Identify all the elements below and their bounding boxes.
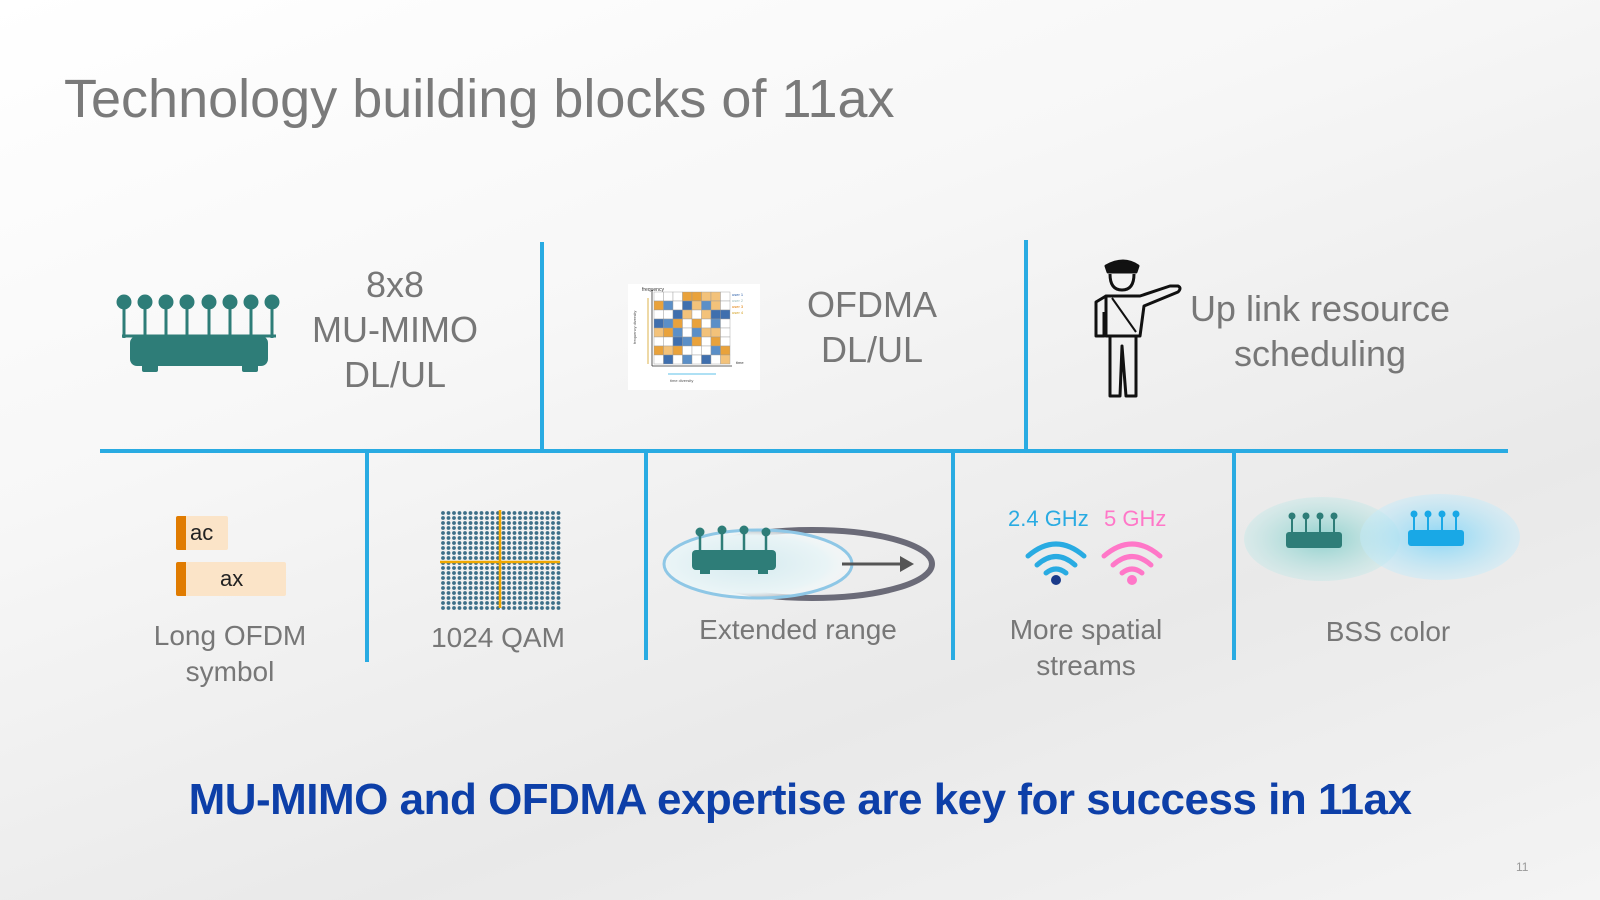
bottom-divider-1: [365, 452, 369, 662]
qam-label: 1024 QAM: [431, 622, 565, 653]
router-8-antenna-icon: [114, 292, 284, 376]
bottom-divider-4: [1232, 452, 1236, 660]
ofdma-label: OFDMA DL/UL: [807, 284, 937, 370]
spatial-streams-label: More spatial streams: [1009, 614, 1163, 681]
svg-text:user 1: user 1: [732, 292, 744, 297]
top-divider-1: [540, 242, 544, 450]
band-5ghz-label: 5 GHz: [1104, 506, 1167, 531]
ofdma-resource-grid-icon: frequency frequency diversity time time …: [628, 284, 760, 390]
wifi-5ghz-icon: [1100, 538, 1164, 586]
horizontal-divider: [100, 449, 1508, 453]
wifi-24ghz-icon: [1024, 538, 1088, 586]
symbol-length-icon: ac ax: [176, 516, 286, 600]
bss-color-icon: [1244, 494, 1520, 584]
key-message: MU-MIMO and OFDMA expertise are key for …: [188, 775, 1412, 824]
page-number: 11: [1516, 860, 1529, 874]
long-ofdm-label: Long OFDM symbol: [153, 620, 307, 687]
mu-mimo-label: 8x8 MU-MIMO DL/UL: [312, 264, 478, 395]
svg-text:user 3: user 3: [732, 304, 744, 309]
band-24ghz-label: 2.4 GHz: [1008, 506, 1089, 531]
svg-text:time: time: [736, 360, 744, 365]
ac-symbol: ac: [176, 516, 228, 550]
bottom-divider-3: [951, 452, 955, 660]
svg-text:time diversity: time diversity: [670, 378, 693, 383]
ax-symbol: ax: [176, 562, 286, 596]
qam-constellation-icon: [440, 510, 564, 610]
uplink-scheduling-label: Up link resource scheduling: [1189, 288, 1451, 374]
extended-range-icon: [662, 520, 938, 604]
traffic-officer-icon: [1092, 256, 1188, 406]
svg-text:user 4: user 4: [732, 310, 744, 315]
slide-title: Technology building blocks of 11ax: [64, 69, 895, 129]
bss-color-label: BSS color: [1325, 616, 1451, 647]
svg-text:frequency: frequency: [642, 287, 664, 293]
svg-text:user 2: user 2: [732, 298, 744, 303]
extended-range-label: Extended range: [699, 614, 897, 645]
svg-text:frequency diversity: frequency diversity: [632, 311, 637, 344]
top-divider-2: [1024, 240, 1028, 450]
bottom-divider-2: [644, 452, 648, 660]
